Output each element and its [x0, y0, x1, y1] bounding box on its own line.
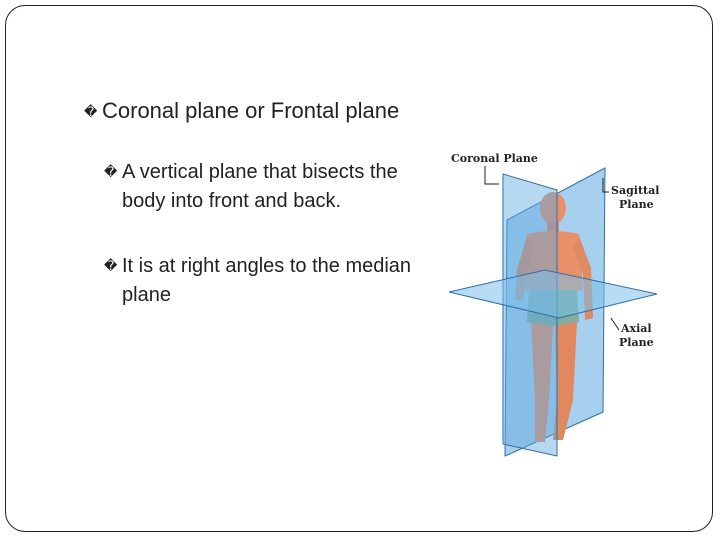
bullet-text-right-angles: It is at right angles to the median plan…	[122, 255, 412, 306]
bullet-marker: �	[84, 105, 98, 120]
bullet-level-2: � A vertical plane that bisects the body …	[104, 158, 414, 216]
slide-frame	[5, 5, 713, 532]
head	[540, 192, 566, 224]
label-sagittal: Sagittal	[611, 184, 659, 197]
right-leg	[553, 322, 577, 440]
bullet-list: � Coronal plane or Frontal plane � A verti…	[84, 96, 414, 330]
left-leg	[531, 322, 553, 442]
bullet-marker: �	[104, 165, 118, 180]
anatomical-planes-figure: Coronal Plane Sagittal Plane Axial Plane	[445, 150, 661, 474]
coronal-plane	[502, 173, 558, 457]
neck	[547, 222, 559, 232]
pointer-coronal	[484, 166, 499, 185]
label-axial: Axial	[620, 322, 652, 335]
axial-plane	[448, 269, 658, 319]
bullet-level-1: � Coronal plane or Frontal plane	[84, 96, 414, 128]
bullet-level-2: � It is at right angles to the median pla…	[104, 252, 414, 310]
bullet-text-coronal-plane: Coronal plane or Frontal plane	[102, 98, 400, 123]
pointer-sagittal	[602, 178, 609, 193]
bullet-marker: �	[104, 259, 118, 274]
label-coronal-plane: Coronal Plane	[451, 152, 538, 165]
anatomical-planes-illustration: Coronal Plane Sagittal Plane Axial Plane	[445, 150, 661, 474]
pointer-axial	[610, 317, 620, 331]
label-axial-plane: Plane	[619, 336, 654, 349]
label-sagittal-plane: Plane	[619, 198, 654, 211]
bullet-text-definition: A vertical plane that bisects the body i…	[122, 161, 398, 212]
